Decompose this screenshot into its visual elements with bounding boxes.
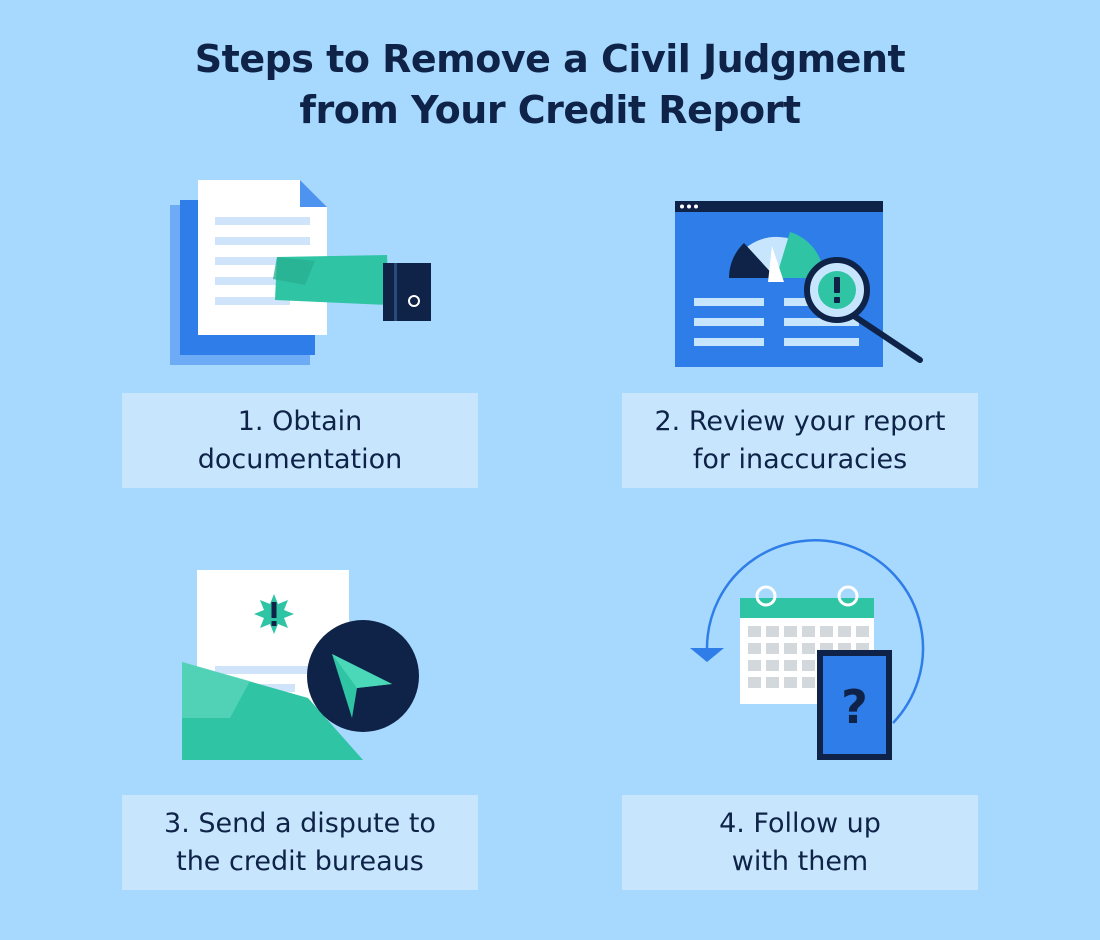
step-3-line-1: 3. Send a dispute to xyxy=(164,807,436,839)
step-2-line-2: for inaccuracies xyxy=(692,443,908,475)
step-4-card: 4. Follow up with them xyxy=(622,795,978,890)
step-2-card: 2. Review your report for inaccuracies xyxy=(622,393,978,488)
step-1-card: 1. Obtain documentation xyxy=(122,393,478,488)
document-handoff-icon xyxy=(165,175,445,370)
envelope-send-icon xyxy=(180,568,430,763)
title-line-2: from Your Credit Report xyxy=(299,88,801,132)
step-3-line-2: the credit bureaus xyxy=(176,845,424,877)
step-1-line-2: documentation xyxy=(197,443,403,475)
step-1-line-1: 1. Obtain xyxy=(237,405,363,437)
page-title: Steps to Remove a Civil Judgment from Yo… xyxy=(0,34,1100,136)
title-line-1: Steps to Remove a Civil Judgment xyxy=(194,37,906,81)
step-3-card: 3. Send a dispute to the credit bureaus xyxy=(122,795,478,890)
step-2-line-1: 2. Review your report xyxy=(654,405,946,437)
step-4-line-1: 4. Follow up xyxy=(719,807,881,839)
calendar-phone-icon: ? xyxy=(690,539,925,775)
report-magnifier-icon xyxy=(672,198,932,368)
svg-text:?: ? xyxy=(841,680,868,734)
step-4-line-2: with them xyxy=(731,845,869,877)
